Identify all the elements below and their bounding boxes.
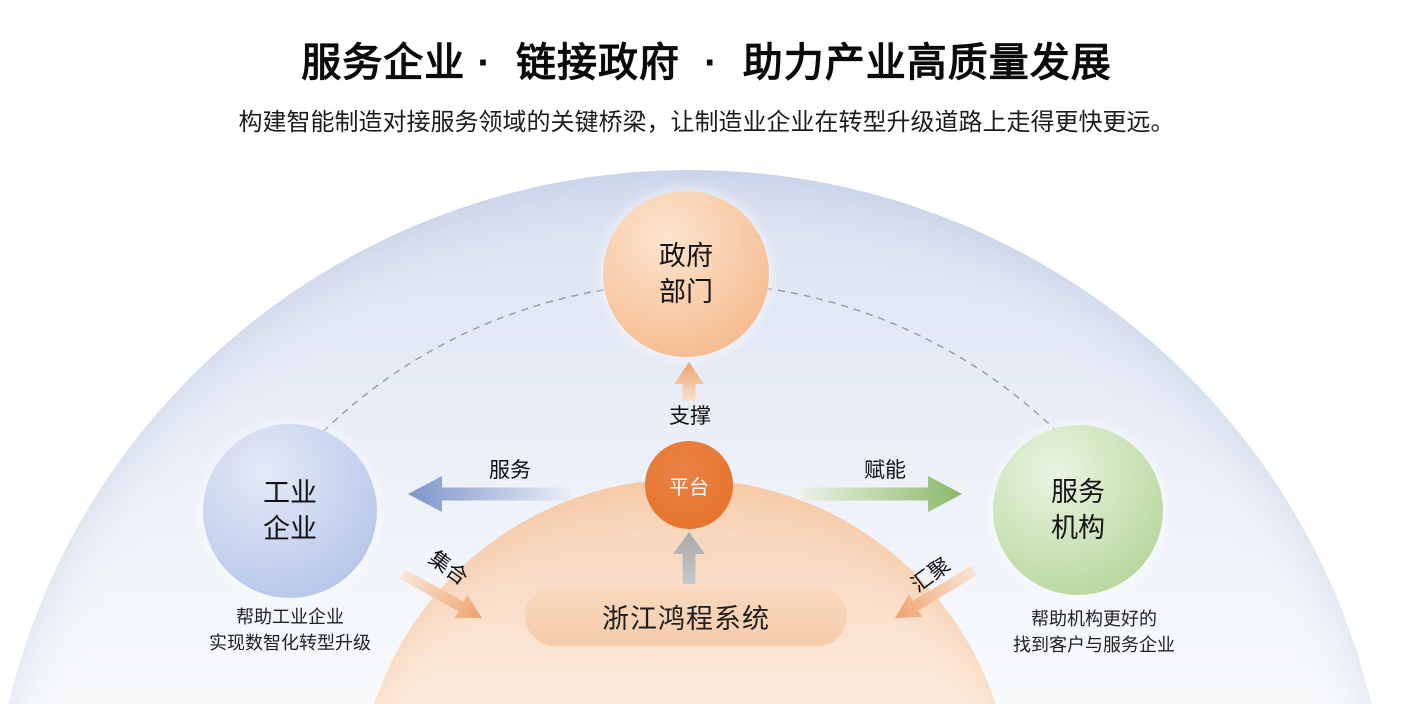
system-pill-label: 浙江鸿程系统 (602, 603, 770, 634)
industry-node-label: 工业 企业 (263, 477, 317, 544)
serve-arrow-label: 服务 (489, 459, 531, 482)
system-pill: 浙江鸿程系统 (525, 586, 847, 646)
page-subtitle: 构建智能制造对接服务领域的关键桥梁，让制造业企业在转型升级道路上走得更快更远。 (238, 109, 1175, 136)
platform-node: 平台 (645, 441, 733, 529)
empower-arrow (800, 476, 962, 512)
page-title: 服务企业 · 链接政府 · 助力产业高质量发展 (301, 41, 1112, 85)
government-node: 政府 部门 (603, 191, 769, 357)
government-node-label: 政府 部门 (659, 240, 713, 307)
support-arrow (674, 362, 704, 401)
system-to-platform-arrow (673, 532, 705, 584)
converge-arrow (895, 565, 978, 618)
gather-arrow (399, 569, 482, 618)
service-node-label: 服务 机构 (1051, 476, 1105, 543)
empower-arrow-label: 赋能 (864, 459, 906, 482)
industry-node: 工业 企业 (203, 424, 377, 598)
platform-node-label: 平台 (669, 476, 709, 499)
service-caption: 帮助机构更好的 找到客户与服务企业 (1013, 609, 1175, 656)
support-arrow-label: 支撑 (669, 405, 711, 428)
serve-arrow (408, 476, 570, 512)
service-node: 服务 机构 (993, 425, 1163, 595)
industry-caption: 帮助工业企业 实现数智化转型升级 (209, 607, 371, 654)
